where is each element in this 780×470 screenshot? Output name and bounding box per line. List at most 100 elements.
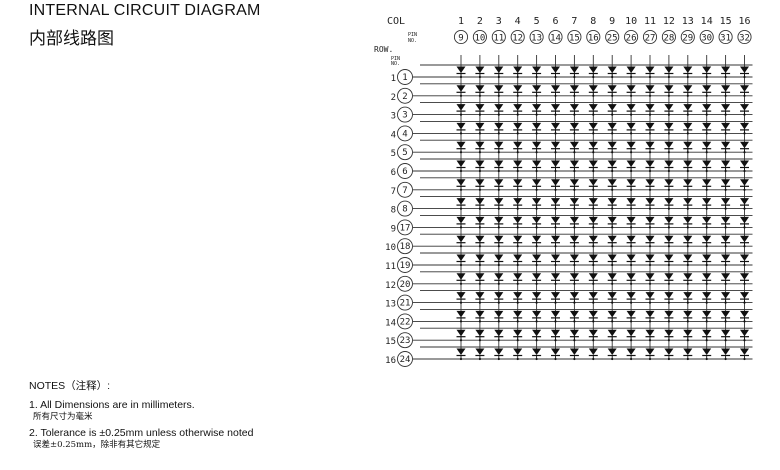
- junction-dot: [516, 188, 519, 191]
- led-diode-icon: [626, 122, 636, 130]
- junction-dot: [724, 245, 727, 248]
- col-label: COL: [387, 16, 405, 27]
- led-diode-icon: [588, 198, 598, 205]
- led-diode-icon: [664, 160, 674, 167]
- column-number: 2: [477, 16, 483, 27]
- junction-dot: [686, 94, 689, 97]
- junction-dot: [611, 320, 614, 323]
- led-diode-icon: [645, 235, 655, 243]
- led-diode-icon: [702, 310, 712, 318]
- led-diode-icon: [607, 292, 617, 299]
- led-diode-icon: [475, 66, 485, 73]
- column-pin-circle: [529, 29, 544, 45]
- led-diode-icon: [740, 254, 749, 261]
- led-diode-icon: [456, 198, 466, 205]
- led-diode-icon: [664, 198, 674, 205]
- led-diode-icon: [740, 348, 749, 355]
- led-diode-icon: [456, 273, 466, 280]
- junction-dot: [667, 226, 670, 229]
- junction-dot: [592, 245, 595, 248]
- junction-dot: [459, 188, 463, 191]
- junction-dot: [686, 113, 689, 116]
- junction-dot: [478, 94, 481, 97]
- led-diode-icon: [645, 329, 655, 337]
- junction-dot: [743, 132, 746, 135]
- junction-dot: [535, 207, 538, 210]
- led-diode-icon: [702, 235, 712, 243]
- row-pin-number: 19: [400, 261, 411, 271]
- row-pin-circle: [397, 181, 413, 198]
- junction-dot: [516, 207, 519, 210]
- junction-dot: [592, 282, 595, 285]
- column-number: 13: [682, 16, 694, 27]
- junction-dot: [705, 320, 708, 323]
- led-diode-icon: [569, 141, 579, 149]
- junction-dot: [516, 320, 519, 323]
- junction-dot: [497, 357, 500, 361]
- junction-dot: [743, 282, 746, 285]
- led-diode-icon: [702, 66, 712, 73]
- led-diode-icon: [740, 85, 749, 92]
- junction-dot: [478, 339, 481, 342]
- junction-dot: [724, 320, 727, 323]
- junction-dot: [611, 357, 614, 361]
- junction-dot: [478, 263, 481, 267]
- led-diode-icon: [683, 66, 693, 73]
- junction-dot: [611, 113, 614, 116]
- led-diode-icon: [740, 198, 749, 205]
- led-diode-icon: [494, 348, 504, 355]
- junction-dot: [459, 282, 463, 285]
- led-diode-icon: [645, 310, 655, 318]
- led-diode-icon: [551, 122, 560, 130]
- junction-dot: [459, 132, 463, 135]
- row-pin-number: 22: [400, 317, 411, 327]
- led-diode-icon: [664, 179, 674, 186]
- led-diode-icon: [494, 216, 504, 224]
- led-diode-icon: [588, 179, 598, 186]
- junction-dot: [497, 282, 500, 285]
- junction-dot: [648, 132, 652, 135]
- junction-dot: [516, 357, 519, 361]
- column-number: 3: [496, 16, 502, 27]
- row-pin-number: 18: [400, 242, 411, 252]
- led-diode-icon: [607, 273, 617, 280]
- junction-dot: [497, 151, 500, 154]
- junction-dot: [592, 207, 595, 210]
- row-pin-circle: [397, 69, 413, 85]
- led-diode-icon: [494, 198, 504, 205]
- led-diode-icon: [532, 216, 542, 224]
- junction-dot: [478, 169, 481, 173]
- junction-dot: [592, 357, 595, 361]
- column-pin-number: 11: [493, 34, 504, 44]
- led-diode-icon: [494, 292, 504, 299]
- led-diode-icon: [683, 235, 693, 243]
- junction-dot: [592, 339, 595, 342]
- junction-dot: [611, 132, 614, 135]
- junction-dot: [630, 207, 633, 210]
- led-diode-icon: [645, 273, 655, 280]
- junction-dot: [667, 207, 670, 210]
- led-diode-icon: [588, 141, 598, 149]
- junction-dot: [648, 75, 652, 79]
- led-diode-icon: [607, 160, 617, 167]
- led-diode-icon: [721, 66, 731, 73]
- led-diode-icon: [569, 292, 579, 299]
- column-number: 11: [644, 16, 656, 27]
- junction-dot: [573, 245, 576, 248]
- junction-dot: [611, 301, 614, 304]
- junction-dot: [724, 263, 727, 267]
- junction-dot: [630, 282, 633, 285]
- junction-dot: [573, 94, 576, 97]
- led-diode-icon: [626, 198, 636, 205]
- led-diode-icon: [475, 273, 485, 280]
- led-diode-icon: [513, 104, 523, 111]
- junction-dot: [705, 94, 708, 97]
- led-diode-icon: [740, 160, 749, 167]
- led-diode-icon: [683, 179, 693, 186]
- junction-dot: [592, 320, 595, 323]
- junction-dot: [554, 188, 557, 191]
- junction-dot: [686, 132, 689, 135]
- junction-dot: [667, 151, 670, 154]
- row-pin-circle: [397, 125, 413, 142]
- row-pin-number: 8: [402, 205, 407, 215]
